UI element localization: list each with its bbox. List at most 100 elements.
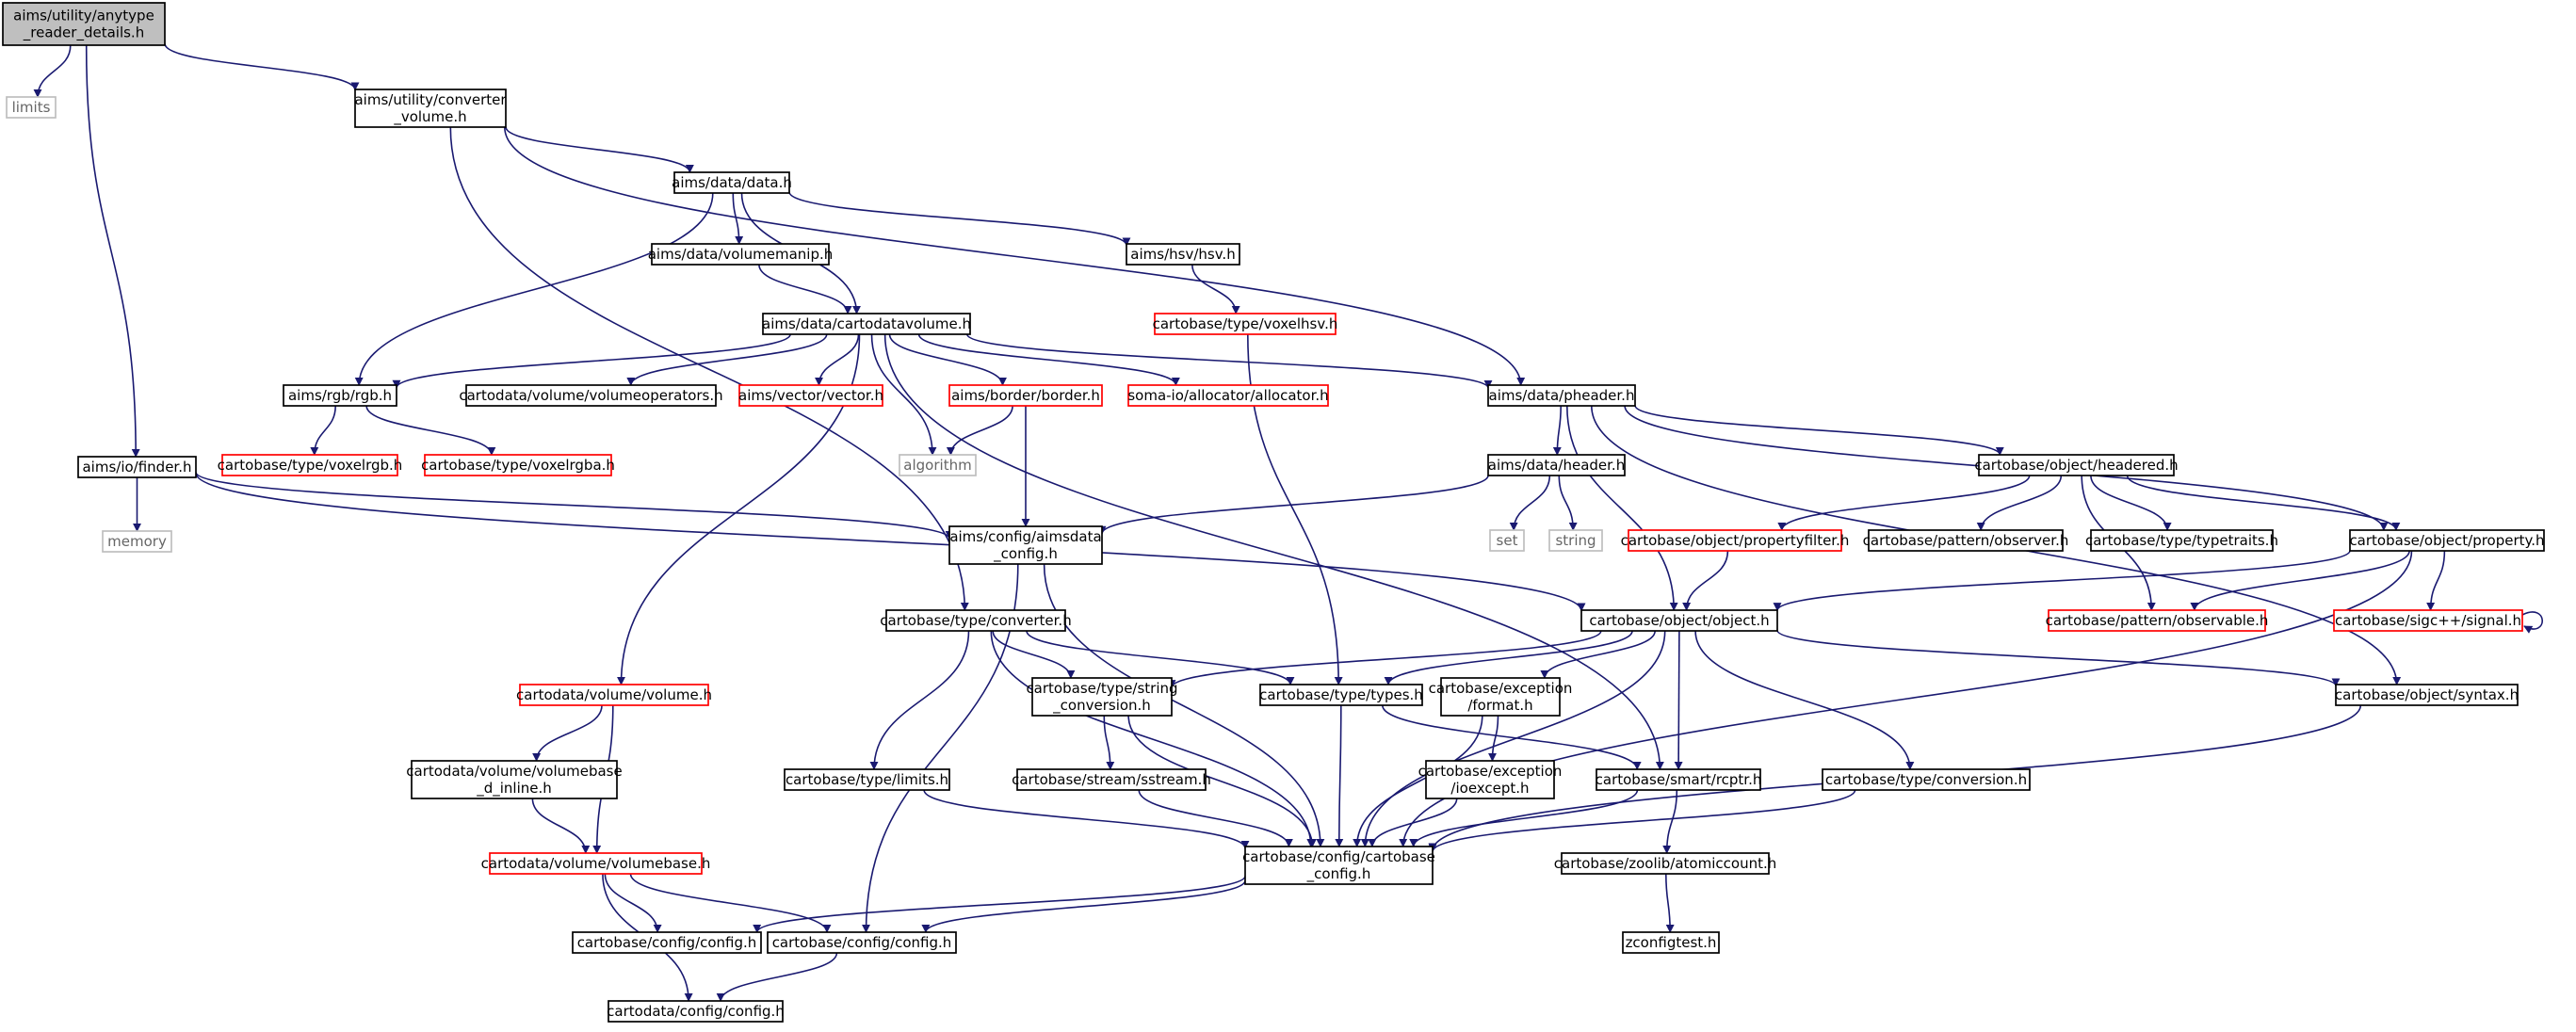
node-cartodata-config-config-h[interactable]: cartodata/config/config.h [607, 1000, 785, 1023]
node-cartobase-object-object-h[interactable]: cartobase/object/object.h [1580, 609, 1778, 632]
edge-object-to-format [1540, 630, 1656, 679]
node-label: _conversion.h [1052, 697, 1151, 715]
node-cartobase-object-propertyfilter-h[interactable]: cartobase/object/propertyfilter.h [1621, 529, 1850, 552]
edge-rcptr-to-cartobase_config [1409, 789, 1639, 847]
node-cartobase-sigc-signal-h[interactable]: cartobase/sigc++/signal.h [2333, 609, 2523, 632]
node-label: cartobase/type/conversion.h [1825, 771, 2027, 788]
edge-header-to-string [1558, 475, 1578, 531]
node-box [489, 852, 703, 875]
node-label: cartobase/type/voxelhsv.h [1153, 315, 1338, 332]
node-aims-config-aimsdata-config-h[interactable]: aims/config/aimsdata_config.h [948, 525, 1103, 565]
node-box [1425, 760, 1555, 799]
edge-root-to-finder [85, 44, 140, 458]
node-cartobase-config-config-h[interactable]: cartobase/config/config.h [572, 931, 762, 954]
node-box [2, 2, 166, 46]
node-box [899, 454, 977, 476]
node-box [1596, 768, 1761, 791]
node-aims-utility-converter-volume-h[interactable]: aims/utility/converter_volume.h [354, 89, 507, 128]
node-box [354, 89, 507, 128]
node-box [2090, 529, 2274, 552]
node-cartobase-zoolib-atomiccount-h[interactable]: cartobase/zoolib/atomiccount.h [1554, 852, 1776, 875]
node-label: memory [107, 533, 167, 550]
node-cartobase-type-types-h[interactable]: cartobase/type/types.h [1259, 684, 1423, 706]
node-cartobase-type-voxelhsv-h[interactable]: cartobase/type/voxelhsv.h [1153, 313, 1338, 335]
node-label: cartobase/sigc++/signal.h [2335, 612, 2521, 629]
edge-property-to-observable [2190, 550, 2410, 611]
edge-rgb-to-voxelrgb [310, 405, 336, 456]
edge-type_converter-to-cartobase_config [990, 630, 1316, 847]
node-box [572, 931, 762, 954]
edge-object-to-type_conversion [1694, 630, 1915, 770]
node-label: aims/data/data.h [672, 174, 792, 191]
edge-string_conversion-to-cartobase_config [1127, 715, 1317, 847]
edge-volume-to-volumebase_d_inline [532, 704, 603, 762]
node-cartobase-object-syntax-h[interactable]: cartobase/object/syntax.h [2335, 684, 2519, 706]
node-cartobase-type-converter-h[interactable]: cartobase/type/converter.h [880, 609, 1072, 632]
node-aims-data-volumemanip-h[interactable]: aims/data/volumemanip.h [648, 243, 834, 266]
node-label: cartobase/object/propertyfilter.h [1621, 532, 1850, 549]
edge-format-to-ioexcept [1488, 715, 1499, 762]
node-label: _volume.h [393, 108, 466, 126]
node-label: aims/border/border.h [951, 387, 1100, 404]
node-cartodata-volume-volumebase-d-inline-h[interactable]: cartodata/volume/volumebase_d_inline.h [406, 760, 623, 799]
node-cartobase-pattern-observer-h[interactable]: cartobase/pattern/observer.h [1863, 529, 2069, 552]
edge-headered-to-observer [1976, 475, 2063, 531]
edge-converter_volume-to-pheader [504, 126, 1526, 386]
node-cartodata-volume-volumeoperators-h[interactable]: cartodata/volume/volumeoperators.h [459, 384, 723, 407]
node-aims-data-data-h[interactable]: aims/data/data.h [672, 171, 792, 194]
node-cartobase-exception-format-h[interactable]: cartobase/exception/format.h [1429, 677, 1573, 717]
node-box [1487, 384, 1636, 407]
node-cartobase-config-config-h[interactable]: cartobase/config/config.h [767, 931, 957, 954]
edge-volumebase-to-config_b [629, 873, 832, 933]
node-aims-data-header-h[interactable]: aims/data/header.h [1487, 454, 1626, 476]
node-zconfigtest-h[interactable]: zconfigtest.h [1622, 931, 1720, 954]
node-box [411, 760, 618, 799]
node-label: algorithm [903, 457, 971, 474]
edge-cartodatavolume-to-border [888, 333, 1007, 386]
node-limits: limits [6, 96, 57, 119]
node-cartodata-volume-volumebase-h[interactable]: cartodata/volume/volumebase.h [481, 852, 711, 875]
node-label: _reader_details.h [23, 24, 144, 42]
edge-finder-to-object [195, 473, 1586, 612]
edge-converter_volume-to-type_converter [449, 126, 969, 611]
node-aims-border-border-h[interactable]: aims/border/border.h [948, 384, 1103, 407]
node-aims-data-cartodatavolume-h[interactable]: aims/data/cartodatavolume.h [762, 313, 971, 335]
node-box [77, 456, 197, 478]
node-cartobase-type-string-conversion-h[interactable]: cartobase/type/string_conversion.h [1026, 677, 1178, 717]
node-label: cartobase/object/syntax.h [2335, 686, 2519, 703]
node-box [102, 530, 172, 553]
edge-type_converter-to-types [1026, 630, 1295, 685]
node-label: aims/utility/converter [354, 91, 507, 108]
node-cartobase-type-limits-h[interactable]: cartobase/type/limits.h [784, 768, 950, 791]
node-cartobase-pattern-observable-h[interactable]: cartobase/pattern/observable.h [2046, 609, 2269, 632]
node-aims-data-pheader-h[interactable]: aims/data/pheader.h [1487, 384, 1636, 407]
edge-object-to-rcptr [1674, 630, 1683, 770]
node-aims-rgb-rgb-h[interactable]: aims/rgb/rgb.h [283, 384, 397, 407]
node-aims-io-finder-h[interactable]: aims/io/finder.h [77, 456, 197, 478]
node-soma-io-allocator-allocator-h[interactable]: soma-io/allocator/allocator.h [1127, 384, 1329, 407]
edge-rgb-to-voxelrgba [365, 405, 496, 456]
node-cartobase-stream-sstream-h[interactable]: cartobase/stream/sstream.h [1012, 768, 1211, 791]
edge-string_conversion-to-sstream [1103, 715, 1115, 770]
node-cartobase-exception-ioexcept-h[interactable]: cartobase/exception/ioexcept.h [1418, 760, 1563, 799]
node-set: set [1489, 529, 1525, 552]
node-label: cartodata/volume/volume.h [516, 686, 712, 703]
node-cartobase-config-cartobase-config-h[interactable]: cartobase/config/cartobase_config.h [1242, 846, 1435, 885]
edge-data_h-to-rgb [354, 192, 714, 386]
node-cartodata-volume-volume-h[interactable]: cartodata/volume/volume.h [516, 684, 712, 706]
node-cartobase-type-voxelrgb-h[interactable]: cartobase/type/voxelrgb.h [218, 454, 403, 476]
node-aims-hsv-hsv-h[interactable]: aims/hsv/hsv.h [1126, 243, 1240, 266]
node-label: cartobase/type/limits.h [786, 771, 948, 788]
node-cartobase-object-property-h[interactable]: cartobase/object/property.h [2349, 529, 2545, 552]
node-cartobase-object-headered-h[interactable]: cartobase/object/headered.h [1974, 454, 2179, 476]
node-cartobase-type-voxelrgba-h[interactable]: cartobase/type/voxelrgba.h [421, 454, 615, 476]
node-label: cartobase/stream/sstream.h [1012, 771, 1211, 788]
edge-sstream-to-cartobase_config [1138, 789, 1293, 847]
node-cartobase-type-typetraits-h[interactable]: cartobase/type/typetraits.h [2085, 529, 2278, 552]
node-memory: memory [102, 530, 172, 553]
node-aims-vector-vector-h[interactable]: aims/vector/vector.h [738, 384, 883, 407]
node-cartobase-smart-rcptr-h[interactable]: cartobase/smart/rcptr.h [1596, 768, 1762, 791]
node-cartobase-type-conversion-h[interactable]: cartobase/type/conversion.h [1822, 768, 2031, 791]
edge-volumebase-to-config_a [604, 873, 662, 933]
